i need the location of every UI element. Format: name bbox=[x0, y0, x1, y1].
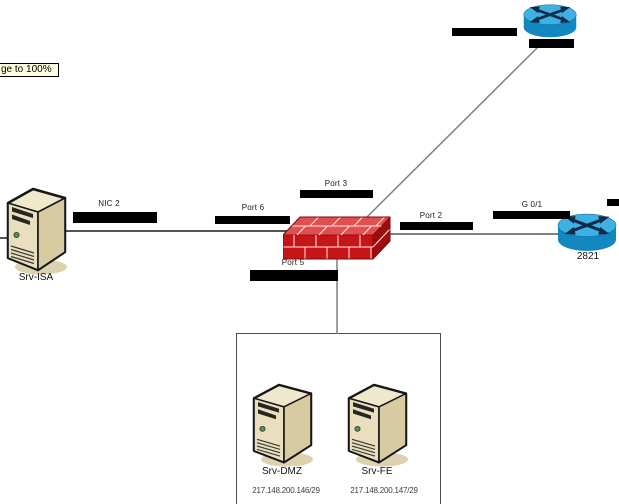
label-port2: Port 2 bbox=[419, 211, 443, 220]
srv-isa-icon[interactable] bbox=[3, 186, 69, 276]
label-srv-fe: Srv-FE bbox=[361, 466, 393, 477]
redacted-nic2-address bbox=[73, 212, 157, 223]
redacted-port6-address bbox=[215, 216, 290, 224]
label-router-2821: 2821 bbox=[576, 251, 600, 262]
redacted-internet-router-address bbox=[529, 39, 574, 48]
dmz-group-box[interactable] bbox=[236, 333, 441, 504]
firewall-brick-icon bbox=[283, 216, 391, 260]
label-srv-dmz: Srv-DMZ bbox=[262, 466, 302, 477]
server-icon bbox=[344, 382, 410, 468]
label-port3: Port 3 bbox=[324, 179, 348, 188]
srv-fe-ip-clipped: 217.148.200.147/29 bbox=[350, 486, 418, 495]
connector-internet-router-to-firewall bbox=[365, 44, 541, 219]
server-icon bbox=[3, 186, 69, 276]
label-nic2: NIC 2 bbox=[98, 199, 120, 208]
srv-dmz-icon[interactable] bbox=[249, 382, 315, 468]
srv-fe-icon[interactable] bbox=[344, 382, 410, 468]
zoom-tooltip: ge to 100% bbox=[0, 63, 59, 77]
label-port5: Port 5 bbox=[281, 258, 305, 267]
label-srv-isa: Srv-ISA bbox=[18, 272, 54, 283]
redacted-port3-address bbox=[300, 190, 373, 198]
redacted-port5-address bbox=[250, 270, 338, 281]
redacted-port2-address bbox=[400, 222, 473, 230]
redacted-g01-address bbox=[493, 211, 570, 219]
redacted-corner-label bbox=[607, 199, 619, 206]
redacted-internet-label bbox=[452, 28, 517, 36]
srv-dmz-ip-clipped: 217.148.200.146/29 bbox=[252, 486, 320, 495]
router-icon bbox=[519, 2, 581, 40]
zoom-tooltip-text: ge to 100% bbox=[1, 64, 52, 75]
firewall-icon[interactable] bbox=[283, 216, 391, 260]
server-icon bbox=[249, 382, 315, 468]
internet-router-icon[interactable] bbox=[519, 2, 581, 40]
label-port6: Port 6 bbox=[241, 203, 265, 212]
label-g01: G 0/1 bbox=[521, 200, 543, 209]
